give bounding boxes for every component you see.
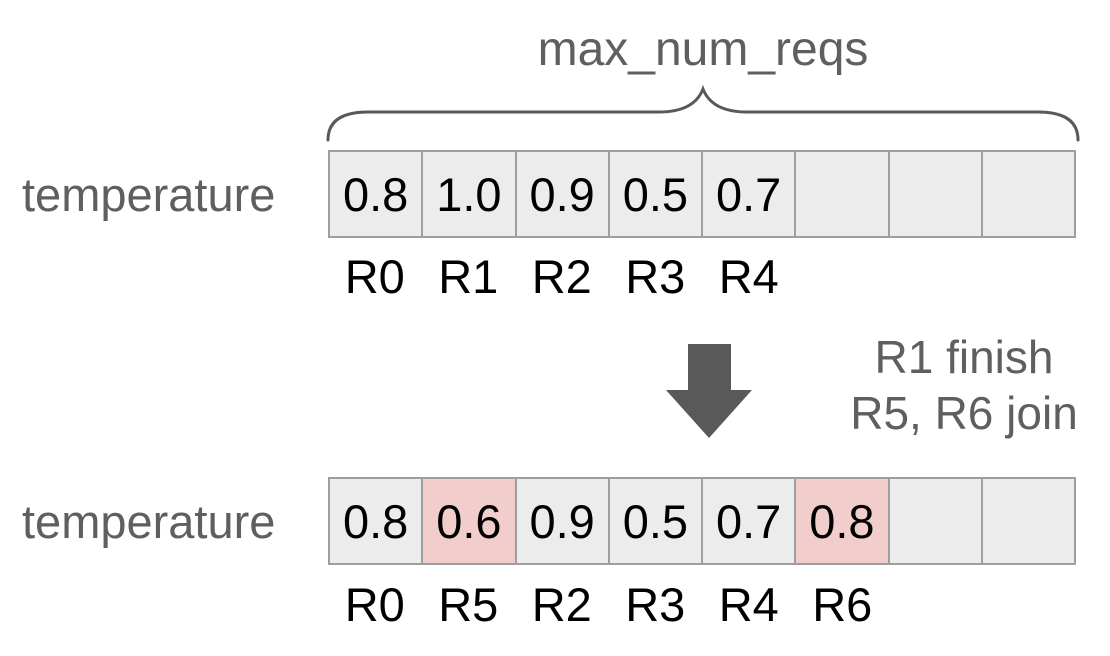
temperature-array-after: 0.8 0.6 0.9 0.5 0.7 0.8 [328,477,1076,565]
req-labels-before: R0 R1 R2 R3 R4 [328,253,1076,300]
temp-cell [983,152,1074,236]
temp-cell: 0.9 [517,152,610,236]
temperature-label-before: temperature [22,167,276,221]
temp-cell: 0.5 [610,152,703,236]
req-label [889,581,983,628]
brace-bracket [326,85,1080,142]
transition-note: R1 finish R5, R6 join [818,329,1110,441]
temp-cell: 0.6 [423,479,517,563]
req-label [889,253,983,300]
req-label [983,581,1077,628]
temperature-label-after: temperature [22,494,276,548]
transition-line2: R5, R6 join [850,387,1078,439]
temp-cell: 0.5 [610,479,703,563]
temp-cell [796,152,890,236]
down-arrow-icon [666,344,752,438]
temp-cell: 0.7 [703,152,797,236]
req-label: R3 [625,578,686,631]
temp-cell: 1.0 [423,152,517,236]
req-label [983,253,1077,300]
req-label [796,253,890,300]
req-label: R3 [625,250,686,303]
temp-cell [983,479,1074,563]
max-num-reqs-label: max_num_reqs [537,23,869,76]
temp-cell: 0.9 [517,479,610,563]
temp-cell [890,152,983,236]
req-label: R5 [438,578,499,631]
temp-cell: 0.8 [330,152,424,236]
req-label: R2 [531,250,592,303]
req-label: R2 [531,578,592,631]
req-label: R0 [344,578,405,631]
temp-cell: 0.8 [330,479,424,563]
req-label: R4 [718,578,779,631]
req-label: R0 [344,250,405,303]
temperature-array-before: 0.8 1.0 0.9 0.5 0.7 [328,150,1076,238]
req-labels-after: R0 R5 R2 R3 R4 R6 [328,581,1076,628]
transition-line1: R1 finish [874,331,1054,383]
req-label: R6 [812,578,873,631]
temp-cell: 0.7 [703,479,797,563]
temp-cell [890,479,983,563]
temp-cell: 0.8 [796,479,890,563]
req-label: R4 [718,250,779,303]
req-label: R1 [438,250,499,303]
